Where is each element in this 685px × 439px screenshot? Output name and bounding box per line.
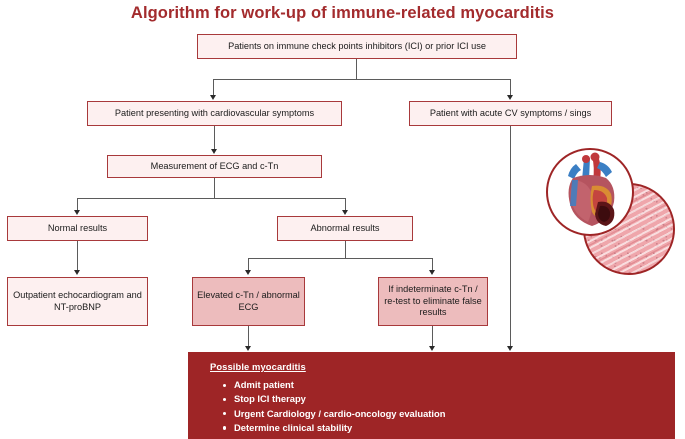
list-item: Stop ICI therapy (223, 392, 675, 406)
arrow-to-indeterminate-ctn (429, 270, 435, 275)
heart-body-icon (568, 175, 615, 226)
connector-cv-to-measurement (214, 126, 216, 150)
final-action-list: Admit patient Stop ICI therapy Urgent Ca… (188, 378, 675, 435)
arrow-to-outpatient (74, 270, 80, 275)
page-title: Algorithm for work-up of immune-related … (130, 4, 555, 22)
list-item: Admit patient (223, 378, 675, 392)
connector-measurement-bar (77, 198, 346, 200)
node-abnormal-results[interactable]: Abnormal results (277, 216, 413, 241)
connector-abnormal-right-drop (432, 258, 434, 271)
connector-measurement-left-drop (77, 198, 79, 211)
connector-abnormal-stem (345, 241, 347, 259)
node-outpatient-echo[interactable]: Outpatient echocardiogram and NT-proBNP (7, 277, 148, 326)
list-item: Determine clinical stability (223, 421, 675, 435)
node-elevated-ctn[interactable]: Elevated c-Tn / abnormal ECG (192, 277, 305, 326)
node-possible-myocarditis[interactable]: Possible myocarditis Admit patient Stop … (188, 352, 675, 439)
connector-measurement-right-drop (345, 198, 347, 211)
heart-vessels-icon (568, 152, 612, 180)
connector-root-bar (213, 79, 511, 81)
arrow-to-abnormal-results (342, 210, 348, 215)
arrow-to-measurement (211, 149, 217, 154)
arrow-elevated-to-final (245, 346, 251, 351)
arrow-to-cv-symptoms (210, 95, 216, 100)
arrow-indeterminate-to-final (429, 346, 435, 351)
node-indeterminate-ctn[interactable]: If indeterminate c-Tn / re-test to elimi… (378, 277, 488, 326)
connector-abnormal-left-drop (248, 258, 250, 271)
node-normal-results[interactable]: Normal results (7, 216, 148, 241)
connector-indeterminate-to-final (432, 326, 434, 346)
list-item: Urgent Cardiology / cardio-oncology eval… (223, 407, 675, 421)
final-heading: Possible myocarditis (210, 361, 306, 372)
heart-anatomy-illustration (546, 148, 634, 236)
connector-root-left-drop (213, 79, 215, 96)
node-acute-cv-symptoms[interactable]: Patient with acute CV symptoms / sings (409, 101, 612, 126)
connector-root-stem (356, 59, 358, 80)
arrow-to-normal-results (74, 210, 80, 215)
connector-normal-to-outpatient (77, 241, 79, 271)
node-measurement[interactable]: Measurement of ECG and c-Tn (107, 155, 322, 178)
arrow-to-acute-cv (507, 95, 513, 100)
connector-measurement-stem (214, 178, 216, 199)
connector-root-right-drop (510, 79, 512, 96)
arrow-to-elevated-ctn (245, 270, 251, 275)
connector-elevated-to-final (248, 326, 250, 346)
connector-abnormal-bar (248, 258, 433, 260)
node-root[interactable]: Patients on immune check points inhibito… (197, 34, 517, 59)
connector-acute-to-final (510, 126, 512, 346)
arrow-acute-to-final (507, 346, 513, 351)
node-cv-symptoms[interactable]: Patient presenting with cardiovascular s… (87, 101, 342, 126)
